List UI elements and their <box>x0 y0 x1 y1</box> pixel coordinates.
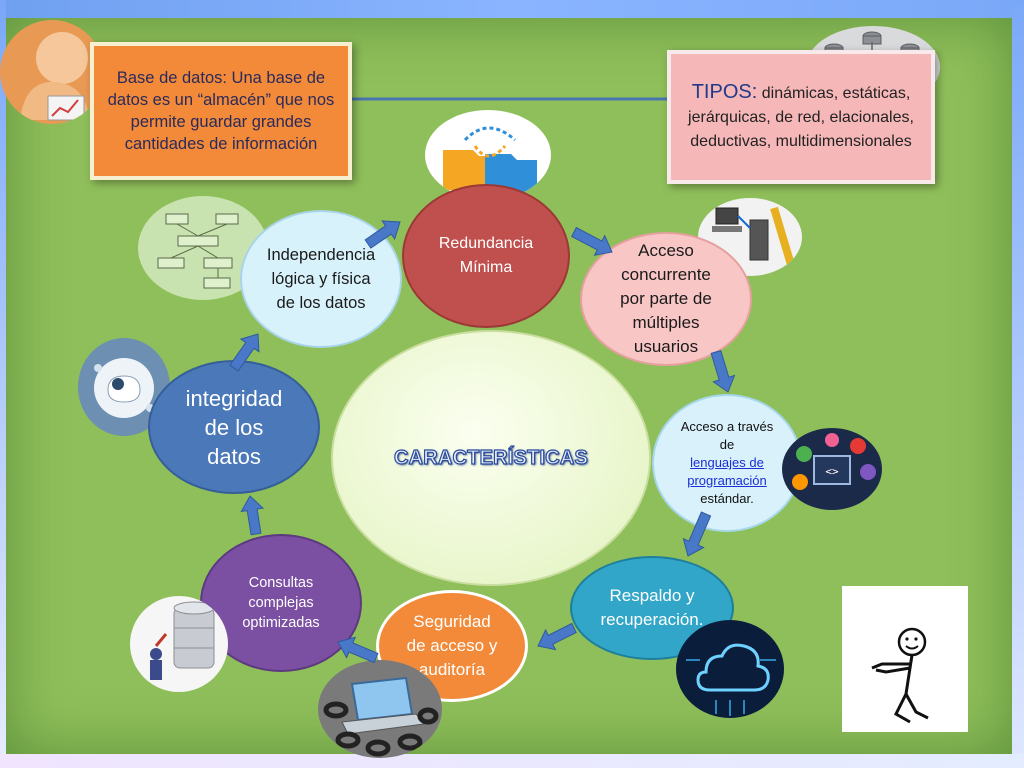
tipos-list: dinámicas, estáticas, jerárquicas, de re… <box>688 85 914 150</box>
svg-text:<>: <> <box>825 465 839 478</box>
node-seguridad: Seguridad de acceso y auditoría <box>376 590 528 702</box>
node-independencia-label: Independencia lógica y física de los dat… <box>266 246 376 312</box>
node-acceso-lenguajes: Acceso a través de lenguajes de programa… <box>652 394 802 532</box>
node-acceso-lenguajes-pre: Acceso a través de <box>680 419 774 452</box>
node-consultas-label: Consultas complejas optimizadas <box>242 575 320 631</box>
head-chart-icon <box>0 20 104 124</box>
tipos-heading: TIPOS: <box>691 81 758 103</box>
center-caracteristicas: CARACTERÍSTICAS <box>331 330 651 586</box>
frame-right <box>1012 0 1024 768</box>
frame-top <box>0 0 1024 18</box>
frame-bottom <box>0 754 1024 768</box>
node-respaldo-label: Respaldo y recuperación. <box>600 586 704 629</box>
folder-sync-icon <box>425 110 551 200</box>
node-acceso-concurrente-label: Acceso concurrente por parte de múltiple… <box>620 241 712 356</box>
node-seguridad-label: Seguridad de acceso y auditoría <box>406 612 498 679</box>
lenguajes-programacion-link[interactable]: lenguajes de programación <box>687 455 767 488</box>
computer-network-icon <box>698 198 802 276</box>
node-redundancia-minima: Redundancia Mínima <box>402 184 570 328</box>
center-title: CARACTERÍSTICAS <box>393 446 589 469</box>
laptop-chain-icon <box>318 660 442 758</box>
node-integridad: integridad de los datos <box>148 360 320 494</box>
stick-figure-icon <box>842 586 968 732</box>
code-languages-icon: <> <box>782 428 882 510</box>
node-independencia: Independencia lógica y física de los dat… <box>240 210 402 348</box>
tipos-box: TIPOS: dinámicas, estáticas, jerárquicas… <box>667 50 935 184</box>
frame-left <box>0 0 6 768</box>
node-redundancia-label: Redundancia Mínima <box>438 235 534 276</box>
node-acceso-lenguajes-post: estándar. <box>700 491 754 506</box>
node-integridad-label: integridad de los datos <box>185 385 283 469</box>
cloud-backup-icon <box>676 620 784 718</box>
cloud-shield-icon <box>78 338 170 436</box>
node-acceso-concurrente: Acceso concurrente por parte de múltiple… <box>580 232 752 366</box>
definition-text: Base de datos: Una base de datos es un “… <box>107 69 335 153</box>
definition-box: Base de datos: Una base de datos es un “… <box>90 42 352 180</box>
server-worker-icon <box>130 596 228 692</box>
